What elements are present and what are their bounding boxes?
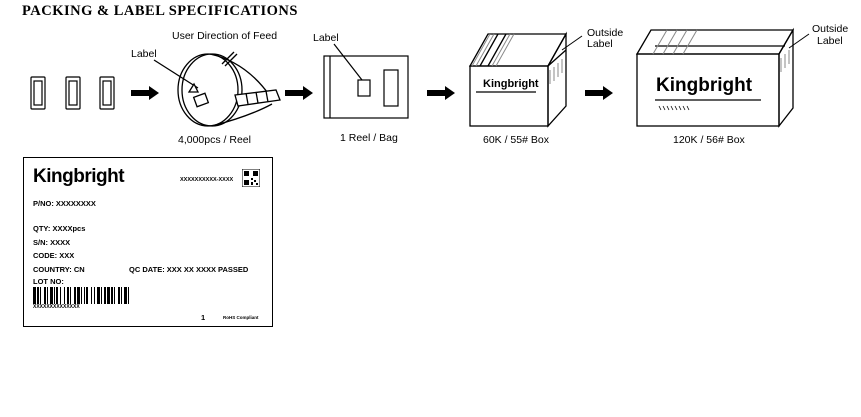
barcode-bar	[71, 287, 74, 304]
label-code: CODE: XXX	[33, 251, 75, 260]
arrow-right-icon	[585, 86, 613, 100]
barcode-bar	[128, 287, 129, 304]
barcode-bar	[106, 287, 107, 304]
barcode-bar	[80, 287, 81, 304]
barcode-bar	[114, 287, 115, 304]
label-country: COUNTRY: CN	[33, 265, 85, 274]
barcode-bar	[61, 287, 64, 304]
barcode-bar	[101, 287, 102, 304]
label-qty: QTY: XXXXpcs	[33, 224, 86, 233]
product-label-card: Kingbright XXXXXXXXXX-XXXX P/NO: XXXXXXX…	[23, 157, 273, 327]
barcode-bar	[64, 287, 65, 304]
label-part-code: XXXXXXXXXX-XXXX	[180, 177, 234, 183]
barcode-bar	[121, 287, 122, 304]
barcode-bar	[44, 287, 46, 304]
barcode-bar	[94, 287, 95, 304]
small-box-outside-label-1: Outside	[587, 27, 624, 39]
barcode-bar	[67, 287, 69, 304]
barcode-bar	[55, 287, 56, 304]
bag-caption: 1 Reel / Bag	[340, 132, 398, 144]
bag-label-callout: Label	[313, 32, 339, 44]
large-box-caption: 120K / 56# Box	[673, 134, 745, 146]
arrow-right-icon	[131, 86, 159, 100]
large-box-illustration	[635, 27, 810, 128]
feed-direction-label: User Direction of Feed	[172, 30, 278, 42]
barcode-bar	[111, 287, 113, 304]
barcode-bar	[82, 287, 84, 304]
large-box-outside-label-1: Outside	[812, 23, 849, 35]
barcode-bar	[110, 287, 111, 304]
barcode-bar	[124, 287, 127, 304]
reel-label-callout: Label	[131, 48, 157, 60]
small-box-illustration	[468, 31, 583, 128]
large-box-brand: Kingbright	[656, 75, 753, 96]
bag-illustration	[323, 43, 409, 119]
barcode-bar	[69, 287, 70, 304]
barcode-bar	[53, 287, 54, 304]
barcode-bar	[122, 287, 124, 304]
barcode-bar	[65, 287, 67, 304]
barcode-bar	[56, 287, 58, 304]
label-page-number: 1	[201, 313, 206, 322]
barcode-bar	[40, 287, 41, 304]
barcode-bar	[127, 287, 128, 304]
barcode-bar	[97, 287, 100, 304]
reel-caption: 4,000pcs / Reel	[178, 134, 251, 146]
barcode-bar	[88, 287, 91, 304]
barcode-bar	[91, 287, 92, 304]
barcode-bar	[100, 287, 101, 304]
barcode-bar	[50, 287, 53, 304]
barcode-bar	[46, 287, 47, 304]
barcode-bar	[92, 287, 94, 304]
page-title: PACKING & LABEL SPECIFICATIONS	[22, 3, 298, 19]
barcode-bar	[129, 287, 131, 304]
barcode-bar	[118, 287, 120, 304]
barcode-bar	[107, 287, 110, 304]
barcode-bar	[39, 287, 40, 304]
barcode	[33, 287, 213, 304]
barcode-bar	[48, 287, 50, 304]
barcode-bar	[36, 287, 37, 304]
small-box-outside-label-2: Label	[587, 38, 613, 50]
barcode-bar	[41, 287, 44, 304]
barcode-bar	[102, 287, 104, 304]
barcode-bar	[84, 287, 85, 304]
label-lot-no: LOT NO:	[33, 277, 64, 286]
qr-code-icon	[242, 169, 260, 187]
arrow-right-icon	[285, 86, 313, 100]
barcode-bar	[95, 287, 97, 304]
small-box-caption: 60K / 55# Box	[483, 134, 549, 146]
barcode-bar	[70, 287, 71, 304]
label-pno: P/NO: XXXXXXXX	[33, 199, 96, 208]
barcode-bar	[58, 287, 60, 304]
small-box-brand: Kingbright	[483, 78, 539, 90]
label-barcode-text: XXXXXXXXXXXXXX	[33, 304, 80, 310]
label-qc-date: QC DATE: XXX XX XXXX PASSED	[129, 265, 249, 274]
barcode-bar	[77, 287, 80, 304]
barcode-bar	[81, 287, 82, 304]
barcode-bar	[60, 287, 61, 304]
label-brand: Kingbright	[33, 166, 125, 187]
barcode-bar	[120, 287, 121, 304]
barcode-bar	[113, 287, 114, 304]
barcode-bar	[37, 287, 39, 304]
large-box-outside-label-2: Label	[817, 35, 843, 47]
barcode-bar	[54, 287, 55, 304]
barcode-bar	[115, 287, 118, 304]
barcode-bar	[47, 287, 48, 304]
barcode-bar	[33, 287, 36, 304]
component-parts-illustration	[30, 76, 115, 110]
barcode-bar	[85, 287, 86, 304]
barcode-bar	[86, 287, 88, 304]
barcode-bar	[74, 287, 76, 304]
label-rohs: RoHS Compliant	[223, 315, 259, 320]
barcode-bar	[104, 287, 106, 304]
label-sn: S/N: XXXX	[33, 238, 71, 247]
barcode-bar	[76, 287, 77, 304]
arrow-right-icon	[427, 86, 455, 100]
reel-illustration	[153, 51, 281, 127]
